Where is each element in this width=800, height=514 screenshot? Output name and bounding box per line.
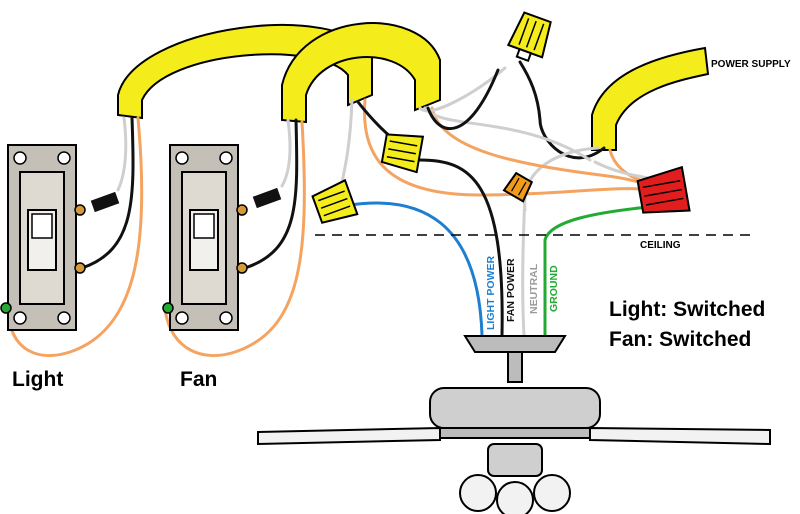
light-switch-tape: [90, 191, 120, 213]
ceiling-label: CEILING: [640, 240, 681, 251]
status-fan-label: Fan: Switched: [609, 328, 751, 351]
wire-label-light-power: LIGHT POWER: [485, 256, 497, 330]
light-switch-terminal-top: [74, 204, 86, 216]
fan-switch: [162, 144, 282, 331]
fan-downrod: [507, 351, 523, 383]
fan-switch-terminal-bottom: [236, 262, 248, 274]
fan-canopy: [463, 335, 567, 353]
ground-jumper-a: [362, 98, 650, 197]
light-ground-wire: [6, 116, 144, 357]
ground-fixture-wire: [543, 205, 650, 337]
fan-cable-black-out: [426, 68, 500, 131]
fan-blade-right: [589, 426, 771, 446]
fan-switch-terminal-top: [236, 204, 248, 216]
fan-light-hub: [487, 443, 543, 477]
fan-light-bulb-left: [459, 474, 497, 512]
light-black-wire: [80, 116, 135, 270]
fan-power-wire: [418, 158, 504, 337]
ground-wires: [6, 98, 650, 357]
wire-nut-orange: [502, 171, 534, 203]
fan-blade-left: [257, 426, 441, 446]
fan-switch-ground-screw: [162, 302, 174, 314]
fan-switch-tape: [252, 187, 282, 209]
neutral-wire: [521, 193, 527, 337]
wire-label-ground: GROUND: [548, 265, 560, 312]
wire-nut-top: [506, 11, 552, 63]
wire-nuts: [311, 11, 691, 224]
fan-switch-cable: [281, 22, 441, 124]
fan-white-wire: [280, 118, 292, 188]
red-nut-white-in: [593, 160, 650, 180]
wire-label-fan-power: FAN POWER: [505, 258, 517, 322]
wire-nut-middle: [380, 133, 425, 174]
switch-wires: [80, 66, 592, 270]
light-switch-label: Light: [12, 368, 63, 391]
fixture-wires: [348, 158, 650, 337]
supply-cable: [591, 46, 710, 151]
light-switch: [0, 144, 120, 331]
status-light-label: Light: Switched: [609, 298, 765, 321]
ground-jumper-b: [430, 106, 650, 187]
light-switch-terminal-bottom: [74, 262, 86, 274]
fan-switch-label: Fan: [180, 368, 217, 391]
fan-motor-band: [439, 427, 591, 439]
wire-label-neutral: NEUTRAL: [528, 263, 540, 314]
fan-light-bulb-right: [533, 474, 571, 512]
power-supply-label: POWER SUPPLY: [711, 59, 791, 70]
fan-cable-white-out-b: [423, 106, 592, 162]
fan-ground-wire: [163, 120, 306, 357]
wire-nut-left: [311, 178, 359, 224]
light-power-wire: [348, 201, 484, 337]
wire-nut-red: [636, 165, 691, 214]
cable-sheaths: [117, 22, 710, 151]
light-switch-ground-screw: [0, 302, 12, 314]
supply-black-wire: [518, 60, 606, 160]
fan-light-bulb-center: [496, 481, 534, 514]
light-white-wire: [116, 116, 128, 192]
fan-motor-housing: [429, 387, 601, 429]
ceiling-fan: [257, 335, 771, 514]
fan-black-wire: [243, 118, 299, 270]
